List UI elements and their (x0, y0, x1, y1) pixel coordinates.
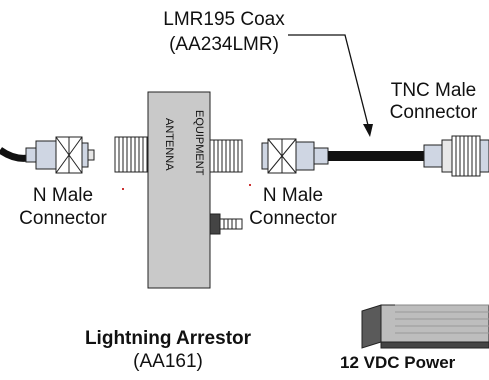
equipment-side-label: EQUIPMENT (193, 110, 205, 176)
n-male-left-label: N Male Connector (0, 185, 126, 230)
antenna-side-label: ANTENNA (163, 118, 175, 171)
ground-stud (209, 213, 243, 235)
stray-marks (122, 184, 251, 190)
tnc-male-connector (423, 135, 489, 177)
n-left-line2: Connector (19, 208, 107, 229)
arrestor-label: Lightning Arrestor (AA161) (58, 328, 278, 373)
arrestor-equipment-port (209, 139, 243, 173)
arrestor-antenna-port (114, 136, 148, 173)
n-male-connector-left (25, 136, 95, 174)
arrestor-name: Lightning Arrestor (84, 328, 252, 349)
coax-label: LMR195 Coax (AA234LMR) (148, 9, 300, 56)
n-left-line1: N Male (32, 185, 94, 206)
power-name: 12 VDC Power (340, 353, 456, 372)
arrestor-part-number: (AA161) (133, 351, 203, 372)
tnc-line1: TNC Male (390, 80, 477, 101)
coax-part-number: (AA234LMR) (169, 34, 279, 55)
lmr195-coax-cable (328, 151, 424, 161)
power-supply-label: 12 VDC Power (340, 352, 455, 374)
power-supply (361, 304, 489, 349)
coax-callout-arrow (288, 34, 373, 137)
n-male-right-label: N Male Connector (240, 185, 346, 230)
n-right-line1: N Male (262, 185, 324, 206)
n-male-connector-right (261, 138, 329, 174)
tnc-connector-label: TNC Male Connector (378, 80, 489, 124)
n-right-line2: Connector (249, 208, 337, 229)
lightning-arrestor-body: ANTENNA EQUIPMENT (147, 91, 211, 289)
coax-name: LMR195 Coax (163, 9, 285, 30)
tnc-line2: Connector (389, 102, 478, 123)
left-cable (0, 147, 29, 162)
